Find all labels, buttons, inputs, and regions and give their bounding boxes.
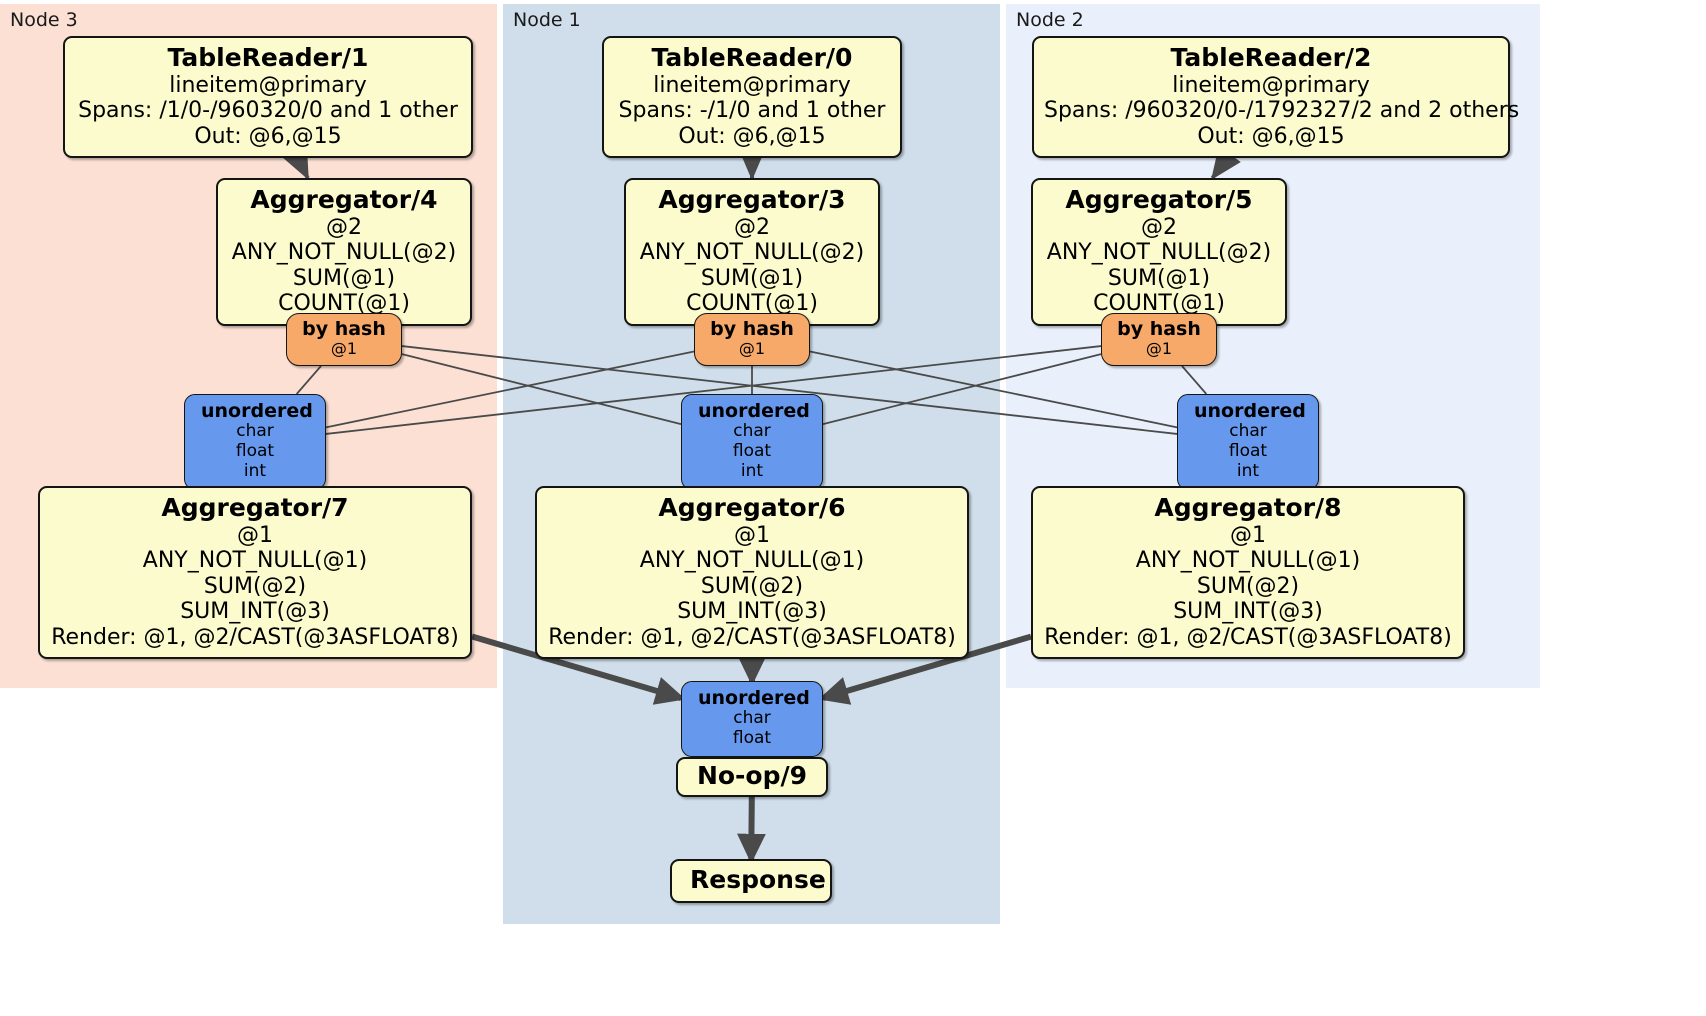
plan-node-detail-line: SUM(@1): [700, 265, 804, 291]
plan-node-detail-line: float: [732, 728, 772, 749]
plan-node-detail-line: SUM_INT(@3): [180, 599, 330, 625]
plan-node-detail-line: COUNT(@1): [1093, 291, 1225, 317]
plan-node-detail-line: @1: [734, 522, 770, 548]
plan-node-detail-line: lineitem@primary: [169, 72, 367, 98]
plan-node-detail-line: SUM(@1): [1107, 265, 1211, 291]
plan-node-detail-line: Spans: -/1/0 and 1 other: [618, 98, 886, 124]
plan-node-detail-line: float: [235, 441, 275, 462]
plan-node-detail-line: @1: [1230, 522, 1266, 548]
plan-node-detail-line: char: [733, 708, 771, 729]
plan-node-detail-line: lineitem@primary: [653, 72, 851, 98]
plan-node-detail-line: COUNT(@1): [278, 291, 410, 317]
plan-node-title: TableReader/2: [1170, 43, 1372, 72]
plan-node-title: Aggregator/8: [1154, 493, 1342, 522]
node-panel-label: Node 3: [10, 9, 78, 31]
plan-node-detail-line: COUNT(@1): [686, 291, 818, 317]
plan-node-detail-line: Render: @1, @2/CAST(@3ASFLOAT8): [1044, 624, 1452, 650]
plan-node-detail-line: Spans: /1/0-/960320/0 and 1 other: [78, 98, 458, 124]
plan-node-title: TableReader/1: [167, 43, 369, 72]
plan-node-detail-line: Out: @6,@15: [1197, 123, 1345, 149]
plan-node-detail-line: char: [236, 421, 274, 442]
plan-node-detail-line: @1: [1145, 339, 1173, 359]
plan-node-detail-line: @1: [330, 339, 358, 359]
plan-node-detail-line: ANY_NOT_NULL(@2): [1046, 240, 1272, 266]
plan-node-detail-line: @1: [738, 339, 766, 359]
plan-node-detail-line: float: [1228, 441, 1268, 462]
plan-node-detail-line: Render: @1, @2/CAST(@3ASFLOAT8): [51, 624, 459, 650]
plan-node-title: Aggregator/6: [658, 493, 846, 522]
plan-node-title: unordered: [1194, 400, 1306, 422]
plan-node-detail-line: ANY_NOT_NULL(@1): [1135, 548, 1361, 574]
plan-node-detail-line: char: [733, 421, 771, 442]
plan-node-byhash-left[interactable]: by hash@1: [286, 313, 402, 366]
plan-node-byhash-mid[interactable]: by hash@1: [694, 313, 810, 366]
plan-node-detail-line: Render: @1, @2/CAST(@3ASFLOAT8): [548, 624, 956, 650]
plan-node-detail-line: @2: [734, 214, 770, 240]
plan-node-detail-line: int: [1236, 460, 1260, 481]
plan-node-title: unordered: [201, 400, 313, 422]
plan-node-detail-line: float: [732, 441, 772, 462]
plan-node-noop9[interactable]: No-op/9: [676, 757, 828, 797]
plan-node-title: by hash: [710, 318, 794, 340]
node-panel-label: Node 1: [513, 9, 581, 31]
plan-node-title: Aggregator/7: [161, 493, 349, 522]
plan-node-title: Aggregator/5: [1065, 185, 1253, 214]
plan-node-detail-line: SUM(@2): [1196, 573, 1300, 599]
plan-node-detail-line: Out: @6,@15: [194, 123, 342, 149]
plan-node-title: by hash: [302, 318, 386, 340]
plan-node-byhash-right[interactable]: by hash@1: [1101, 313, 1217, 366]
plan-node-title: unordered: [698, 687, 810, 709]
plan-node-detail-line: ANY_NOT_NULL(@1): [639, 548, 865, 574]
plan-node-detail-line: SUM(@2): [700, 573, 804, 599]
plan-node-detail-line: char: [1229, 421, 1267, 442]
plan-node-title: unordered: [698, 400, 810, 422]
plan-node-title: Response: [690, 865, 826, 894]
plan-node-response[interactable]: Response: [670, 859, 832, 903]
plan-node-title: Aggregator/3: [658, 185, 846, 214]
plan-node-detail-line: int: [740, 460, 764, 481]
plan-node-title: by hash: [1117, 318, 1201, 340]
plan-node-detail-line: Out: @6,@15: [678, 123, 826, 149]
plan-node-detail-line: SUM_INT(@3): [677, 599, 827, 625]
node-panel-label: Node 2: [1016, 9, 1084, 31]
plan-node-detail-line: lineitem@primary: [1172, 72, 1370, 98]
plan-node-detail-line: ANY_NOT_NULL(@2): [639, 240, 865, 266]
plan-node-detail-line: SUM_INT(@3): [1173, 599, 1323, 625]
plan-node-title: TableReader/0: [651, 43, 853, 72]
plan-node-detail-line: @1: [237, 522, 273, 548]
plan-node-detail-line: ANY_NOT_NULL(@1): [142, 548, 368, 574]
plan-node-detail-line: SUM(@2): [203, 573, 307, 599]
plan-node-detail-line: int: [243, 460, 267, 481]
plan-node-detail-line: @2: [1141, 214, 1177, 240]
plan-node-title: Aggregator/4: [250, 185, 438, 214]
plan-node-title: No-op/9: [696, 761, 808, 790]
plan-node-detail-line: ANY_NOT_NULL(@2): [231, 240, 457, 266]
plan-node-detail-line: @2: [326, 214, 362, 240]
plan-node-detail-line: SUM(@1): [292, 265, 396, 291]
plan-node-detail-line: Spans: /960320/0-/1792327/2 and 2 others: [1044, 98, 1520, 124]
